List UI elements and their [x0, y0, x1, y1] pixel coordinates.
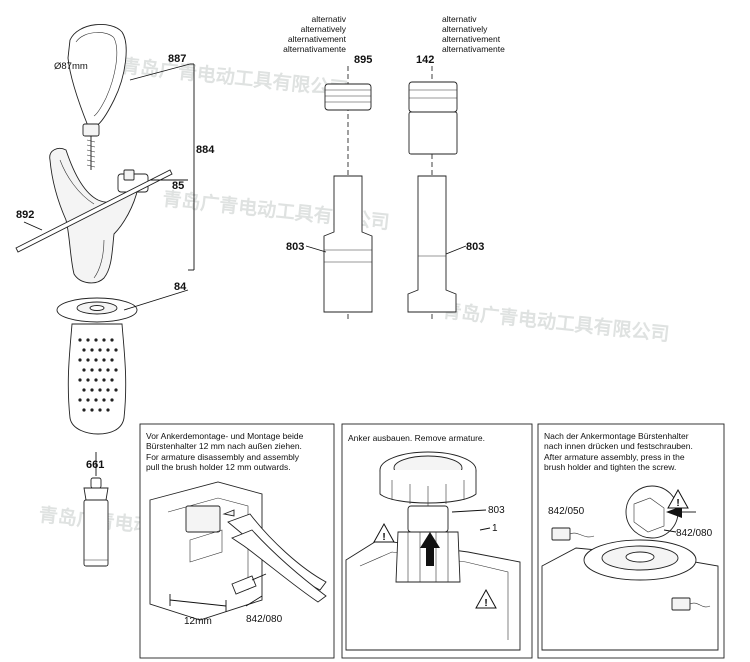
shaft-803-left: [323, 175, 373, 313]
part-142: 142: [416, 54, 434, 66]
panel1-part-842-080: 842/080: [246, 614, 283, 625]
panel1-line-3: For armature disassembly and assembly: [146, 452, 300, 462]
leader-803-right: [445, 245, 467, 255]
panel3-line-4: brush holder and tighten the screw.: [544, 462, 676, 472]
panel3-line-1: Nach der Ankermontage Bürstenhalter: [544, 431, 689, 441]
panel1-line-2: Bürstenhalter 12 mm nach außen ziehen.: [146, 441, 302, 451]
panel-armature: Anker ausbauen. Remove armature. ! ! 803…: [341, 423, 533, 659]
depth-loop-887: [67, 24, 127, 170]
depth-rod-892: [15, 169, 173, 253]
panel1-line-1: Vor Ankerdemontage- und Montage beide: [146, 431, 304, 441]
part-887: 887: [168, 53, 186, 65]
alt-label-right: alternativ alternatively alternativement…: [442, 14, 505, 54]
panel3-line-2: nach innen drücken und festschrauben.: [544, 441, 693, 451]
panel2-line-1: Anker ausbauen. Remove armature.: [348, 433, 485, 443]
handle-body-85: [49, 148, 149, 284]
alt-left-3: alternativement: [288, 34, 347, 44]
part-803-left: 803: [286, 241, 304, 253]
part-85: 85: [172, 180, 184, 192]
left-leaders: [23, 63, 195, 476]
svg-text:!: !: [484, 598, 487, 609]
part-661: 661: [86, 459, 104, 471]
leader-803-left: [305, 245, 327, 253]
watermark-text-3: 青岛广青电动工具有限公司: [441, 299, 670, 346]
alt-right-2: alternatively: [442, 24, 488, 34]
part-892: 892: [16, 209, 34, 221]
alt-left-1: alternativ: [312, 14, 347, 24]
shaft-803-right: [407, 175, 457, 313]
sleeve-142: [408, 81, 458, 155]
part-895: 895: [354, 54, 372, 66]
grip-84: [56, 297, 138, 435]
part-884: 884: [196, 144, 215, 156]
alt-right-1: alternativ: [442, 14, 477, 24]
panel3-part-842-050: 842/050: [548, 506, 585, 517]
sleeve-895: [324, 83, 372, 111]
alt-right-4: alternativamente: [442, 44, 505, 54]
panel1-dim-12mm: 12mm: [184, 616, 212, 627]
alt-left-4: alternativamente: [283, 44, 346, 54]
alt-left-2: alternatively: [301, 24, 347, 34]
diameter-label: Ø87mm: [54, 61, 88, 72]
part-803-right: 803: [466, 241, 484, 253]
svg-text:!: !: [676, 498, 679, 509]
grease-tube-661: [83, 477, 109, 567]
part-84: 84: [174, 281, 187, 293]
panel2-part-1: 1: [492, 523, 498, 534]
panel3-part-842-080: 842/080: [676, 528, 713, 539]
alt-right-3: alternativement: [442, 34, 501, 44]
panel1-line-4: pull the brush holder 12 mm outwards.: [146, 462, 291, 472]
alt-label-left: alternativ alternatively alternativement…: [283, 14, 347, 54]
svg-text:!: !: [382, 532, 385, 543]
panel2-part-803: 803: [488, 505, 505, 516]
panel-screw: Nach der Ankermontage Bürstenhalter nach…: [537, 423, 725, 659]
panel3-line-3: After armature assembly, press in the: [544, 452, 685, 462]
watermark-text-1: 青岛广青电动工具有限公司: [120, 54, 349, 101]
panel-brush-holder: Vor Ankerdemontage- und Montage beide Bü…: [139, 423, 335, 659]
